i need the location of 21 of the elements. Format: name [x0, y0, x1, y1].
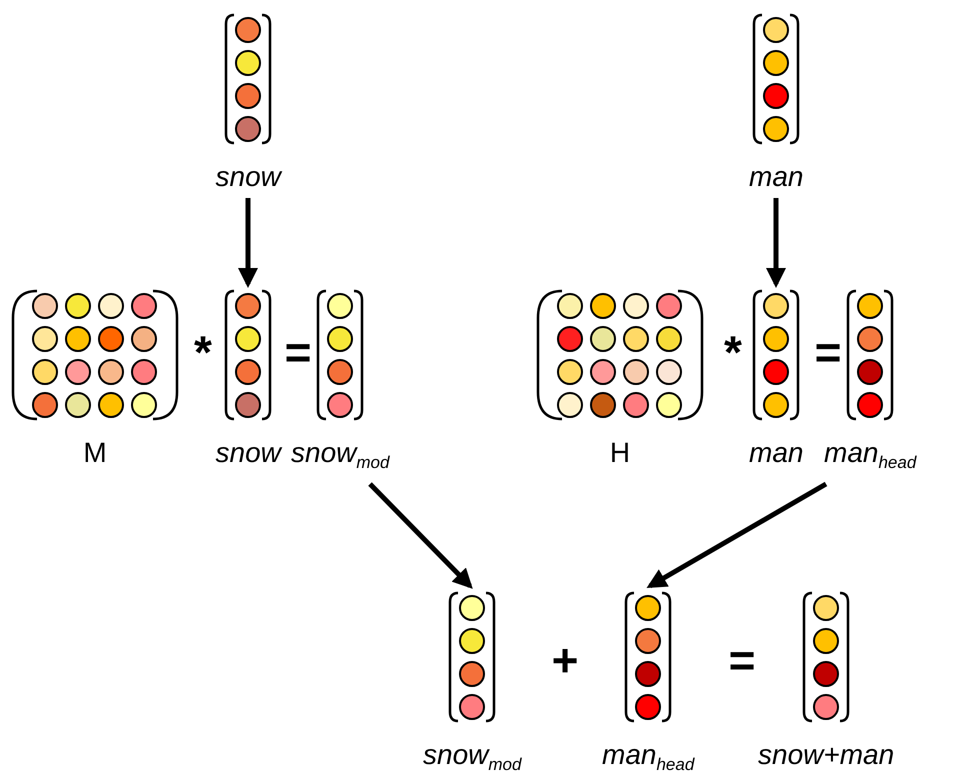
- arrow: [368, 482, 473, 589]
- equals-sign: =: [728, 637, 756, 683]
- plus-sign: +: [552, 637, 578, 683]
- matrix-label: M: [83, 436, 107, 470]
- vector-label: man: [749, 160, 804, 194]
- matrix-label: H: [610, 436, 630, 470]
- vector-label: snow: [216, 160, 281, 194]
- vector-label: man$_{head}$: [602, 738, 694, 775]
- arrow: [238, 198, 258, 288]
- vector-label: snow$_{mod}$: [423, 738, 522, 775]
- vector-label: snow: [216, 436, 281, 470]
- equals-sign: =: [284, 329, 312, 375]
- multiply-sign: *: [194, 329, 212, 375]
- equals-sign: =: [814, 329, 842, 375]
- vector-label: snow$_{mod}$: [291, 436, 390, 474]
- vector-label: man$_{head}$: [824, 436, 916, 474]
- vector-label: man: [749, 436, 804, 470]
- arrow: [766, 198, 786, 288]
- arrow: [646, 482, 828, 588]
- multiply-sign: *: [724, 329, 742, 375]
- vector-label: snow+man: [758, 738, 894, 772]
